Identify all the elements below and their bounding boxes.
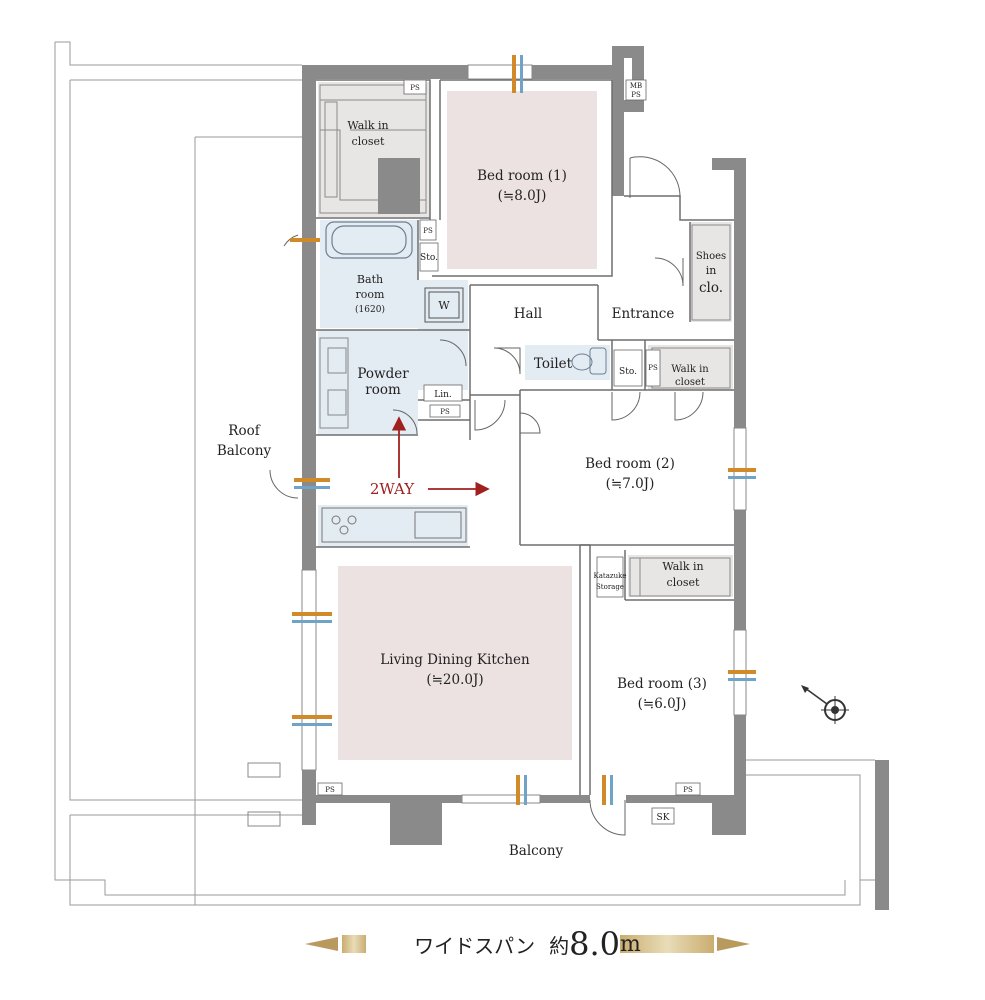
two-way-label: 2WAY — [370, 480, 415, 498]
katazuke-line2: Storage — [596, 583, 624, 591]
sto-label-1: Sto. — [420, 253, 438, 263]
toilet-label: Toilet — [534, 356, 573, 372]
wic2-line1: Walk in — [671, 364, 709, 375]
roof-balcony-line2: Balcony — [217, 443, 272, 459]
ps-label-2: PS — [423, 227, 433, 235]
powder-line1: Powder — [357, 366, 409, 382]
wic3-line2: closet — [667, 576, 700, 589]
compass-icon — [801, 685, 849, 724]
wide-span-caption: ワイドスパン 約 8.0 m — [305, 925, 750, 963]
shoes-line1: Shoes — [696, 251, 726, 262]
wic3-line1: Walk in — [662, 560, 703, 573]
vanity-unit — [319, 337, 349, 429]
entrance-label: Entrance — [612, 306, 675, 322]
room-labels: Bed room (1) (≒8.0J) Walk in closet Bath… — [217, 119, 726, 859]
walk-in-closet-3-shelves — [629, 557, 731, 597]
wide-span-banner — [305, 935, 750, 953]
ventilation-markers — [290, 55, 756, 805]
ps-label-3: PS — [440, 408, 450, 416]
interior-walls — [316, 79, 734, 795]
wic2-line2: closet — [675, 377, 705, 388]
two-way-annotation: 2WAY — [370, 416, 490, 498]
ldk-panel — [338, 566, 572, 760]
ps-label-4: PS — [648, 364, 658, 372]
bedroom1-panel — [447, 91, 597, 269]
sto-label-2: Sto. — [619, 367, 637, 377]
shoes-line3: clo. — [699, 280, 723, 296]
bedroom3-size: (≒6.0J) — [638, 696, 687, 712]
bath-line1: Bath — [357, 273, 383, 286]
w-label: W — [438, 299, 450, 312]
bathtub — [325, 221, 413, 259]
roof-balcony-outline — [54, 41, 875, 906]
roof-balcony-drain — [247, 762, 281, 778]
ldk-name: Living Dining Kitchen — [380, 652, 530, 668]
wic1-line2: closet — [352, 135, 385, 148]
pipe-shaft-block — [378, 158, 420, 214]
door-swings — [269, 156, 704, 836]
fixture-labels: PS PS Sto. W Lin. PS Sto. PS PS PS SK MB… — [325, 82, 693, 823]
span-number: 8.0 — [569, 925, 620, 963]
wide-span-label: ワイドスパン — [414, 933, 536, 958]
bedroom1-size: (≒8.0J) — [498, 188, 547, 204]
katazuke-line1: Katazuke — [594, 572, 627, 580]
washing-machine — [424, 287, 464, 323]
bedroom1-name: Bed room (1) — [477, 168, 567, 184]
approx-label: 約 — [549, 933, 570, 958]
shoes-line2: in — [706, 264, 717, 277]
balcony-label: Balcony — [509, 843, 564, 859]
bedroom2-size: (≒7.0J) — [606, 476, 655, 492]
ldk-size: (≒20.0J) — [426, 672, 483, 688]
mbps-line2: PS — [631, 91, 641, 99]
kitchen-counter — [321, 507, 467, 543]
lin-label: Lin. — [434, 390, 452, 400]
ps-label-6: PS — [683, 786, 693, 794]
roof-balcony-line1: Roof — [228, 423, 260, 439]
bath-line2: room — [356, 288, 386, 301]
wic1-line1: Walk in — [347, 119, 388, 132]
toilet-fixture — [571, 347, 607, 375]
span-unit: m — [620, 931, 641, 957]
shoe-closet-shelves — [691, 224, 731, 321]
ps-label-1: PS — [410, 84, 420, 92]
mbps-line1: MB — [630, 82, 642, 90]
hall-label: Hall — [514, 306, 542, 322]
ps-label-5: PS — [325, 786, 335, 794]
balcony-drain — [247, 811, 281, 827]
powder-line2: room — [365, 382, 401, 398]
bedroom3-name: Bed room (3) — [617, 676, 707, 692]
sk-label: SK — [657, 813, 670, 823]
bedroom2-name: Bed room (2) — [585, 456, 675, 472]
walk-in-closet-1-shelving — [319, 84, 427, 214]
bath-line3: (1620) — [355, 304, 385, 315]
ps-boxes — [317, 79, 701, 825]
